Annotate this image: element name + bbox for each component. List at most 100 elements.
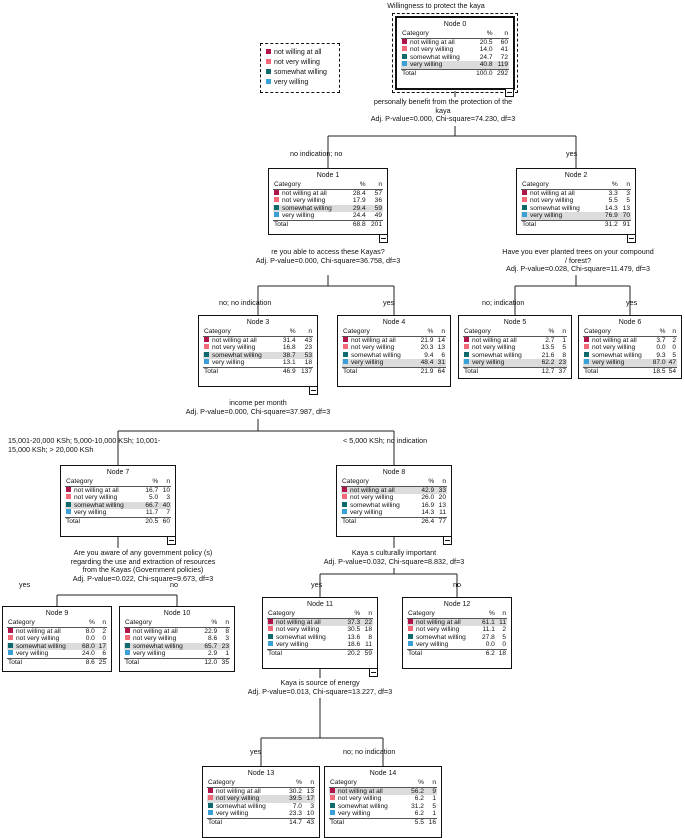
category-cell: very willing [401, 61, 472, 70]
branch-label: < 5,000 KSh; no indication [343, 436, 427, 446]
category-cell: not willing at all [329, 787, 406, 796]
collapse-icon[interactable] [167, 536, 176, 545]
percent-cell: % [537, 328, 556, 337]
count-cell: 201 [366, 219, 383, 229]
count-cell: 22 [361, 618, 373, 627]
count-cell: 23 [304, 344, 312, 352]
branch-line: no [453, 580, 461, 589]
percent-cell: 21.9 [420, 336, 434, 344]
count-cell: 5 [626, 197, 630, 205]
collapse-icon[interactable] [505, 88, 514, 97]
percent-cell: 24.7 [479, 53, 493, 61]
count-cell: n [296, 328, 313, 337]
tree-title: Willingness to protect the kaya [387, 1, 485, 10]
category-cell: not very willing [273, 197, 348, 205]
count-cell: 47 [666, 359, 677, 368]
split-line: kaya [435, 105, 451, 115]
branch-label: yes [311, 580, 322, 590]
category-cell: not very willing [401, 46, 472, 54]
percent-cell: 6.2 [414, 810, 424, 818]
category-cell: not willing at all [273, 189, 348, 197]
count-cell: 0 [102, 635, 106, 643]
percent-cell: 27.8 [482, 633, 495, 641]
category-swatch [204, 336, 209, 342]
legend-swatch [266, 59, 271, 64]
percent-cell: 23.3 [289, 810, 302, 818]
collapse-icon[interactable] [309, 386, 318, 395]
count-cell: 57 [374, 189, 382, 197]
category-cell: not very willing [521, 197, 599, 205]
collapse-icon[interactable] [627, 234, 636, 243]
percent-cell: 14.7 [283, 817, 303, 827]
node-label: Node 5 [503, 319, 527, 326]
legend-label: not very willing [274, 59, 320, 66]
category-cell: not willing at all [341, 486, 417, 495]
category-swatch [66, 501, 71, 507]
branch-label: yes [250, 747, 261, 757]
collapse-icon[interactable] [379, 234, 388, 243]
count-cell: 1 [432, 795, 436, 803]
collapse-icon[interactable] [369, 668, 378, 677]
count-cell: n [361, 610, 373, 619]
branch-line: yes [383, 298, 395, 307]
percent-cell: 0.0 [85, 635, 95, 643]
percent-cell: 7.0 [292, 802, 302, 810]
count-cell: 0 [672, 344, 676, 352]
branch-line: yes [19, 580, 31, 589]
count-cell: n [618, 181, 631, 190]
count-cell: 2 [502, 626, 506, 634]
category-swatch [8, 642, 13, 648]
split-line: / forest? [565, 255, 591, 265]
count-cell: n [424, 779, 437, 788]
percent-cell: 66.7 [140, 501, 160, 510]
count-cell: 18 [364, 626, 372, 634]
category-cell: somewhat willing [401, 53, 472, 62]
category-cell: very willing [267, 641, 342, 649]
category-cell: somewhat willing [124, 642, 200, 651]
split-line: regarding the use and extraction of reso… [70, 556, 216, 566]
category-cell: not willing at all [401, 38, 472, 46]
category-cell: Total [407, 648, 479, 658]
branch-label: no indication; no [290, 149, 342, 159]
percent-cell: 38.7 [278, 351, 297, 360]
node-table-header: Category%n [273, 181, 383, 190]
percent-cell: 16.9 [421, 501, 435, 509]
category-swatch [274, 189, 279, 195]
category-swatch [208, 787, 213, 793]
count-cell: 59 [361, 648, 373, 658]
node-label: Node 8 [382, 469, 406, 476]
count-cell: 36 [374, 197, 382, 205]
collapse-icon[interactable] [443, 536, 452, 545]
category-cell: very willing [203, 359, 278, 367]
percent-cell: 3.7 [656, 336, 666, 344]
